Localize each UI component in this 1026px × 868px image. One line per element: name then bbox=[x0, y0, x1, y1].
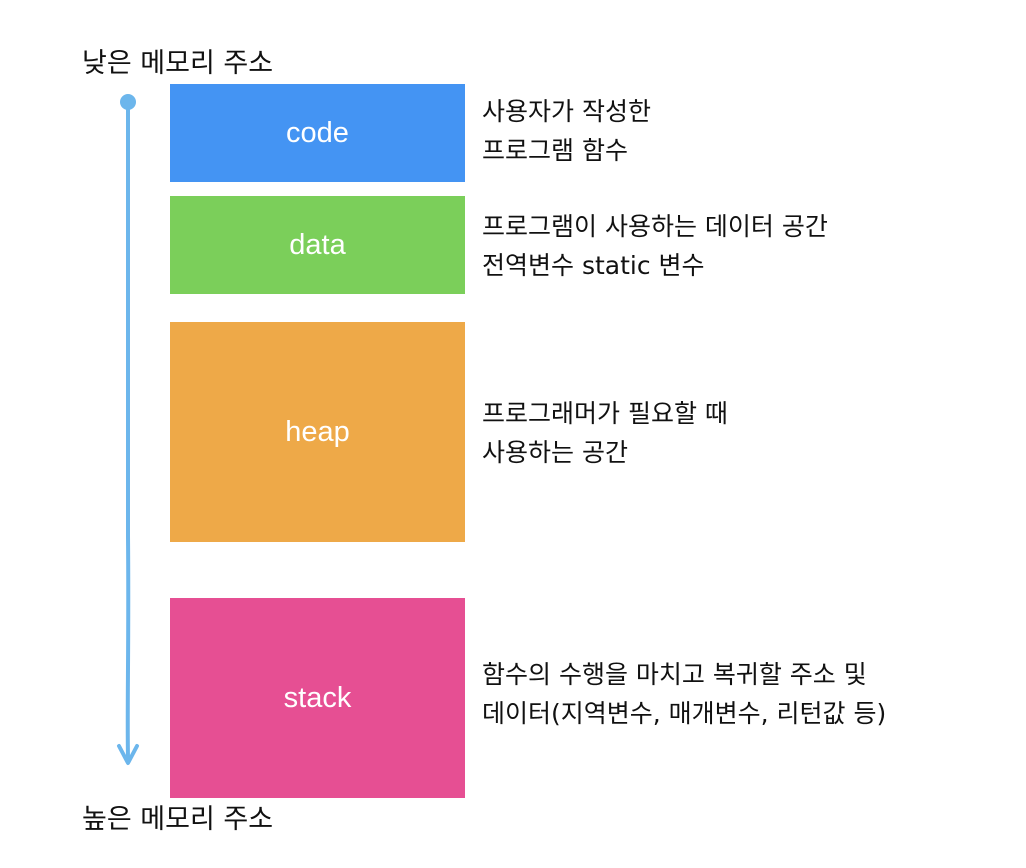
segment-label-data: data bbox=[289, 228, 346, 261]
description-line: 사용하는 공간 bbox=[482, 438, 628, 467]
high-memory-address-label: 높은 메모리 주소 bbox=[82, 804, 274, 835]
description-line: 데이터(지역변수, 매개변수, 리턴값 등) bbox=[482, 699, 887, 728]
segment-description-data: 프로그램이 사용하는 데이터 공간 전역변수 static 변수 bbox=[482, 207, 828, 285]
description-line: 프로그램 함수 bbox=[482, 136, 628, 165]
segment-label-code: code bbox=[286, 116, 349, 149]
description-line: 함수의 수행을 마치고 복귀할 주소 및 bbox=[482, 660, 867, 689]
segment-description-code: 사용자가 작성한 프로그램 함수 bbox=[482, 92, 651, 170]
description-line: 프로그래머가 필요할 때 bbox=[482, 399, 728, 428]
address-direction-arrow bbox=[117, 94, 139, 765]
description-line: 전역변수 static 변수 bbox=[482, 251, 705, 280]
memory-segment-heap: heap bbox=[170, 322, 465, 542]
description-line: 사용자가 작성한 bbox=[482, 97, 651, 126]
memory-segment-stack: stack bbox=[170, 598, 465, 798]
segment-description-stack: 함수의 수행을 마치고 복귀할 주소 및 데이터(지역변수, 매개변수, 리턴값… bbox=[482, 655, 886, 733]
segment-label-stack: stack bbox=[283, 681, 352, 714]
memory-segment-code: code bbox=[170, 84, 465, 182]
arrow-shaft bbox=[125, 102, 131, 760]
segment-label-heap: heap bbox=[285, 415, 350, 448]
arrow-head bbox=[117, 744, 139, 765]
low-memory-address-label: 낮은 메모리 주소 bbox=[82, 48, 274, 79]
segment-description-heap: 프로그래머가 필요할 때 사용하는 공간 bbox=[482, 394, 728, 472]
memory-segment-data: data bbox=[170, 196, 465, 294]
description-line: 프로그램이 사용하는 데이터 공간 bbox=[482, 212, 828, 241]
